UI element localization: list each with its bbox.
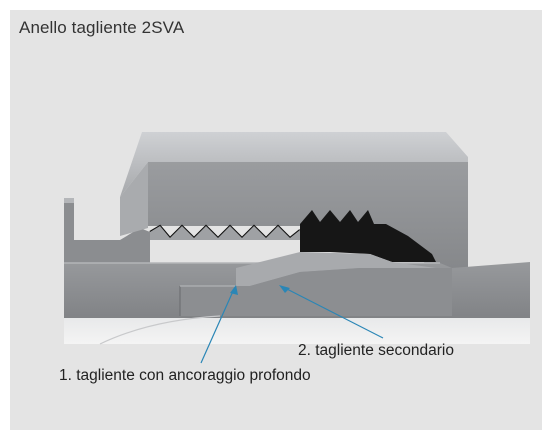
tube-inner-step	[180, 268, 452, 316]
thread-gap-fill	[150, 226, 300, 240]
cutting-ring-cone	[236, 252, 436, 286]
cutting-ring	[300, 210, 436, 262]
leader-line-secondary	[282, 286, 384, 339]
fitting-body-left-top	[64, 198, 74, 203]
nut-top-surface	[120, 132, 468, 197]
nut-left-bevel	[120, 162, 148, 236]
fitting-body-left	[64, 203, 150, 263]
label-primary-cutting-edge: 1. tagliente con ancoraggio profondo	[59, 367, 311, 384]
figure-title: Anello tagliente 2SVA	[19, 18, 185, 37]
leader-arrow-primary	[230, 285, 238, 295]
label-secondary-cutting-edge: 2. tagliente secondario	[298, 342, 454, 359]
leader-line-primary	[200, 288, 235, 364]
leader-arrow-secondary	[279, 285, 290, 293]
tube-outer-surface	[64, 318, 530, 344]
tube-reflection	[99, 315, 221, 345]
